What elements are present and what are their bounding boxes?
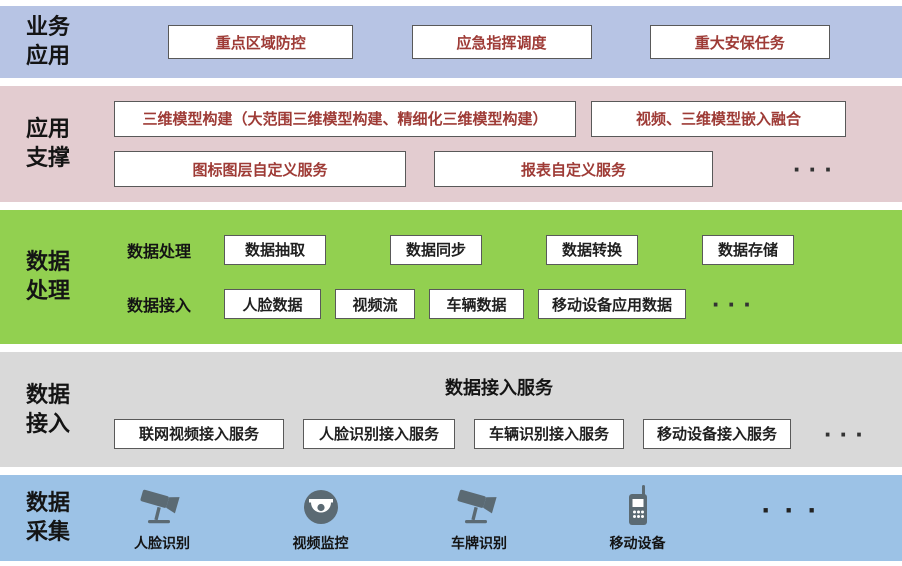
collection-item-video: 视频监控 bbox=[275, 483, 367, 553]
walkie-talkie-icon bbox=[618, 483, 658, 529]
processing-row-label: 数据接入 bbox=[126, 298, 191, 316]
processing-box: 数据转换 bbox=[546, 234, 638, 265]
collection-item-label: 人脸识别 bbox=[134, 535, 190, 551]
collection-item-mobile: 移动设备 bbox=[592, 483, 684, 553]
collection-item-more: ··· bbox=[750, 494, 842, 542]
layer-label-line1: 业务 bbox=[25, 14, 70, 40]
layer-access-label: 数据 接入 bbox=[0, 352, 96, 467]
access-box: 人脸识别接入服务 bbox=[303, 418, 455, 449]
layer-label-line1: 应用 bbox=[25, 116, 70, 142]
ellipsis-dots: ··· bbox=[824, 418, 871, 449]
layer-label-line2: 处理 bbox=[25, 278, 70, 303]
support-box: 报表自定义服务 bbox=[434, 151, 713, 188]
access-box: 车辆识别接入服务 bbox=[474, 418, 624, 449]
layer-processing-label: 数据 处理 bbox=[0, 210, 96, 344]
business-box: 应急指挥调度 bbox=[411, 25, 592, 59]
layer-business-label: 业务 应用 bbox=[0, 6, 96, 78]
collection-item-label: 视频监控 bbox=[292, 535, 349, 551]
layer-application-support: 应用 支撑 三维模型构建（大范围三维模型构建、精细化三维模型构建） 视频、三维模… bbox=[0, 86, 902, 202]
collection-item-label: 移动设备 bbox=[609, 535, 666, 551]
support-box: 三维模型构建（大范围三维模型构建、精细化三维模型构建） bbox=[114, 100, 576, 137]
dome-camera-icon bbox=[299, 483, 343, 529]
access-box: 移动设备接入服务 bbox=[643, 418, 791, 449]
layer-label-line2: 接入 bbox=[25, 410, 70, 436]
access-service-title: 数据接入服务 bbox=[445, 378, 553, 399]
processing-box: 视频流 bbox=[335, 289, 415, 320]
collection-item-face: 人脸识别 bbox=[116, 483, 208, 553]
business-box: 重点区域防控 bbox=[168, 25, 354, 59]
layer-label-line2: 采集 bbox=[25, 519, 70, 544]
layer-label-line1: 数据 bbox=[25, 381, 70, 407]
support-box: 图标图层自定义服务 bbox=[114, 151, 406, 188]
layer-label-line1: 数据 bbox=[25, 490, 70, 516]
business-box: 重大安保任务 bbox=[649, 25, 830, 59]
ellipsis-dots: ··· bbox=[793, 154, 840, 185]
processing-box: 数据同步 bbox=[390, 234, 482, 265]
ellipsis-dots: ··· bbox=[712, 289, 759, 320]
processing-box: 移动设备应用数据 bbox=[538, 289, 686, 320]
layer-label-line2: 应用 bbox=[25, 43, 70, 68]
layer-business-application: 业务 应用 重点区域防控 应急指挥调度 重大安保任务 bbox=[0, 6, 902, 78]
layer-data-processing: 数据 处理 数据处理 数据抽取 数据同步 数据转换 数据存储 数据接入 人脸数据… bbox=[0, 210, 902, 344]
collection-item-plate: 车牌识别 bbox=[433, 483, 525, 553]
access-box: 联网视频接入服务 bbox=[114, 418, 284, 449]
processing-box: 数据抽取 bbox=[224, 234, 326, 265]
layer-data-access: 数据 接入 数据接入服务 联网视频接入服务 人脸识别接入服务 车辆识别接入服务 … bbox=[0, 352, 902, 467]
layer-collection-label: 数据 采集 bbox=[0, 475, 96, 561]
ellipsis-dots: ··· bbox=[761, 494, 831, 527]
support-box: 视频、三维模型嵌入融合 bbox=[591, 100, 846, 137]
processing-box: 数据存储 bbox=[702, 234, 794, 265]
layer-data-collection: 数据 采集 bbox=[0, 475, 902, 561]
processing-box: 车辆数据 bbox=[429, 289, 524, 320]
processing-box: 人脸数据 bbox=[224, 289, 321, 320]
layer-label-line1: 数据 bbox=[25, 249, 70, 275]
cctv-camera-icon bbox=[139, 483, 185, 529]
layer-support-label: 应用 支撑 bbox=[0, 86, 96, 202]
collection-item-label: 车牌识别 bbox=[451, 535, 507, 551]
processing-row-label: 数据处理 bbox=[126, 243, 191, 261]
cctv-camera-icon bbox=[456, 483, 502, 529]
layer-label-line2: 支撑 bbox=[25, 145, 70, 170]
